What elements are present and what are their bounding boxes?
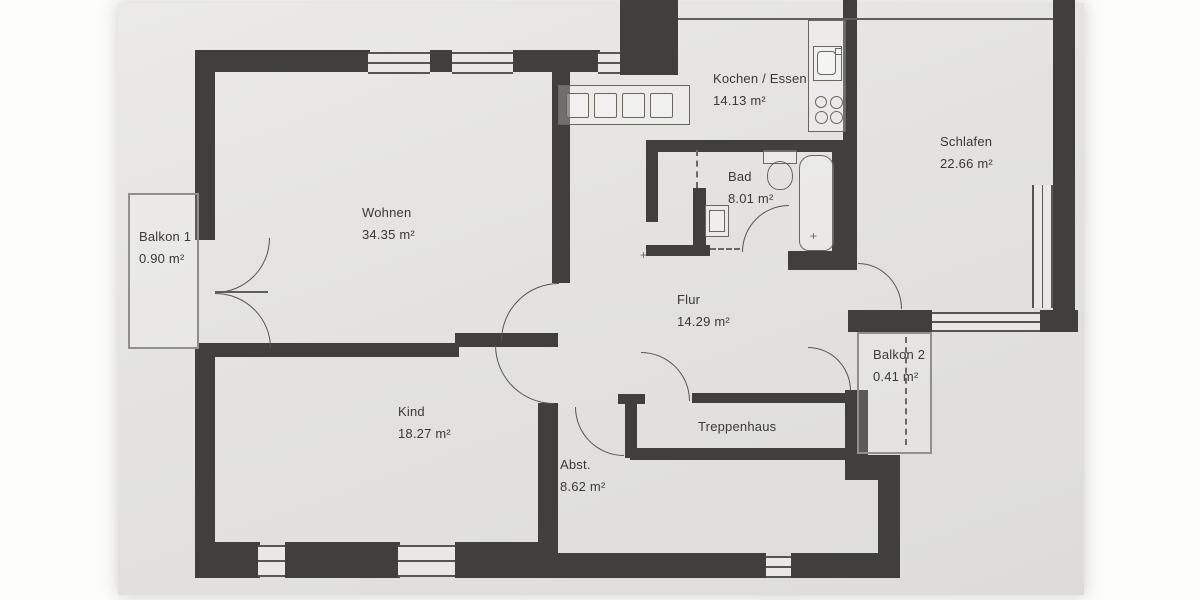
room-area: 8.62 m²	[560, 479, 606, 494]
wall	[1040, 310, 1078, 332]
wall	[625, 400, 637, 458]
room-area: 8.01 m²	[728, 191, 774, 206]
wall	[832, 150, 845, 253]
sink-basin	[817, 51, 836, 75]
wall	[630, 448, 848, 460]
wall	[195, 50, 215, 240]
room-name: Wohnen	[362, 205, 412, 220]
window	[766, 556, 791, 578]
cross-mark: +	[640, 248, 648, 262]
window	[368, 52, 430, 74]
wall	[788, 251, 857, 270]
wall	[540, 553, 766, 578]
kitchen-cabinet-icon	[566, 93, 589, 118]
room-name: Treppenhaus	[698, 419, 777, 434]
wall	[513, 50, 600, 72]
room-label-wohnen: Wohnen 34.35 m²	[362, 206, 415, 241]
wall	[843, 0, 857, 263]
wall	[620, 0, 678, 75]
room-area: 0.90 m²	[139, 251, 185, 266]
balcony-2-dashed-line	[905, 337, 907, 445]
bad-dashed-partition	[696, 150, 698, 188]
tap-icon	[835, 48, 842, 55]
room-label-kind: Kind 18.27 m²	[398, 405, 451, 440]
stove-icon	[830, 96, 843, 109]
room-name: Balkon 1	[139, 229, 192, 244]
wall	[845, 390, 868, 462]
wall	[692, 393, 848, 403]
window	[452, 52, 513, 74]
window	[258, 545, 285, 577]
window-sill-line	[678, 18, 1053, 20]
room-label-schlafen: Schlafen 22.66 m²	[940, 135, 993, 170]
wall	[197, 542, 260, 578]
wall	[430, 50, 452, 72]
wall	[848, 310, 932, 332]
room-area: 0.41 m²	[873, 369, 919, 384]
window	[1032, 185, 1053, 308]
window	[932, 312, 1040, 332]
kitchen-cabinet-icon	[594, 93, 617, 118]
bad-dashed-threshold	[710, 248, 740, 250]
room-name: Kochen / Essen	[713, 71, 807, 86]
balcony-2-outline	[857, 332, 932, 454]
tub-drain-icon: +	[810, 229, 818, 243]
room-area: 22.66 m²	[940, 156, 993, 171]
wall	[646, 140, 845, 152]
room-label-abstellraum: Abst. 8.62 m²	[560, 458, 605, 493]
door-leaf-balcony1	[215, 291, 268, 293]
room-name: Abst.	[560, 457, 591, 472]
bathroom-sink-inner	[709, 210, 725, 232]
wall	[878, 470, 900, 578]
room-name: Bad	[728, 169, 752, 184]
room-label-treppenhaus: Treppenhaus	[698, 420, 776, 433]
room-label-bad: Bad 8.01 m²	[728, 170, 773, 205]
room-area: 18.27 m²	[398, 426, 451, 441]
wall	[552, 70, 570, 283]
balcony-1-outline	[128, 193, 199, 349]
room-area: 14.29 m²	[677, 314, 730, 329]
wall	[455, 542, 540, 578]
stove-icon	[830, 111, 843, 124]
room-name: Balkon 2	[873, 347, 926, 362]
wall	[285, 542, 400, 578]
stove-icon	[815, 96, 827, 108]
wall	[1053, 0, 1075, 312]
kitchen-cabinet-icon	[622, 93, 645, 118]
room-label-balkon-1: Balkon 1 0.90 m²	[139, 230, 191, 265]
room-name: Kind	[398, 404, 425, 419]
room-area: 14.13 m²	[713, 93, 766, 108]
window	[398, 545, 455, 577]
bathtub-icon	[799, 155, 834, 251]
wall	[538, 403, 558, 558]
wall	[195, 347, 215, 578]
stove-icon	[815, 111, 828, 124]
room-label-flur: Flur 14.29 m²	[677, 293, 730, 328]
wall	[195, 50, 370, 72]
paper-sheet	[118, 3, 1084, 595]
toilet-bowl	[767, 161, 793, 190]
room-label-balkon-2: Balkon 2 0.41 m²	[873, 348, 925, 383]
wall	[618, 394, 645, 404]
window	[598, 52, 620, 74]
room-name: Schlafen	[940, 134, 993, 149]
kitchen-counter	[558, 85, 690, 125]
room-area: 34.35 m²	[362, 227, 415, 242]
room-label-kochen-essen: Kochen / Essen 14.13 m²	[713, 72, 807, 107]
wall	[646, 245, 710, 256]
room-name: Flur	[677, 292, 701, 307]
kitchen-cabinet-icon	[650, 93, 673, 118]
wall	[693, 188, 706, 253]
wall	[646, 140, 658, 222]
